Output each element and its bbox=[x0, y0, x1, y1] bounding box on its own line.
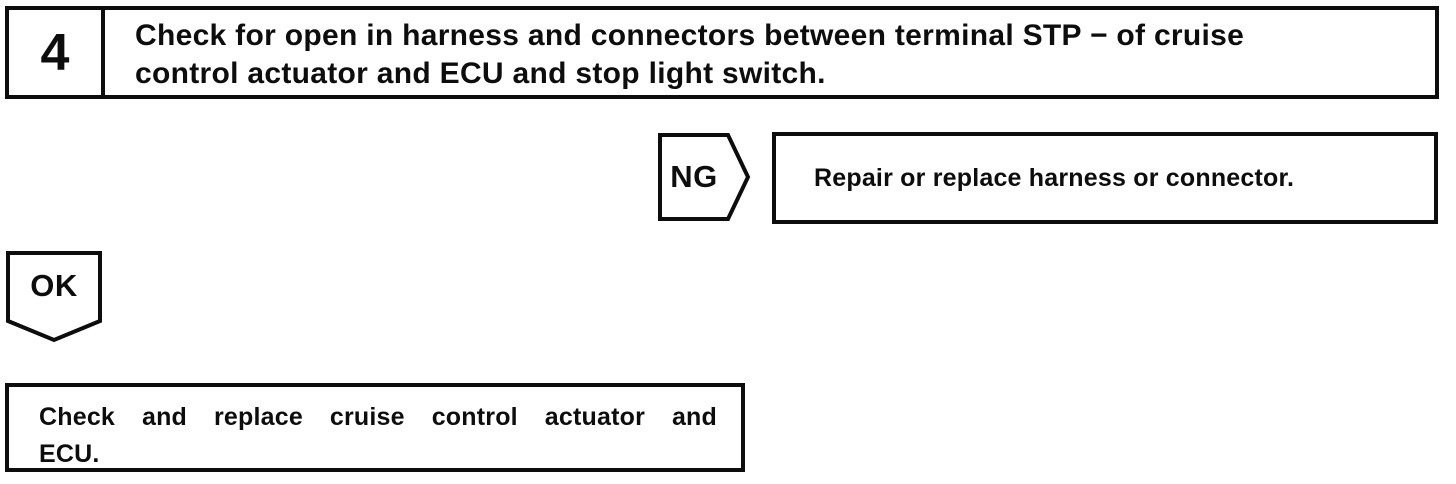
ok-action-line-2: ECU. bbox=[39, 440, 100, 468]
ok-connector: OK bbox=[6, 251, 102, 343]
ng-connector: NG bbox=[658, 133, 751, 221]
step-number: 4 bbox=[9, 10, 105, 95]
ok-action-box: Check and replace cruise control actuato… bbox=[5, 383, 745, 472]
step-instruction-line-2: control actuator and ECU and stop light … bbox=[135, 57, 826, 90]
ng-pentagon-icon bbox=[658, 133, 751, 221]
step-instruction-line-1: Check for open in harness and connectors… bbox=[135, 19, 1245, 52]
step-instruction: Check for open in harness and connectors… bbox=[105, 10, 1435, 95]
step-box: 4 Check for open in harness and connecto… bbox=[5, 6, 1439, 99]
ng-action-box: Repair or replace harness or connector. bbox=[772, 132, 1438, 224]
ok-label: OK bbox=[30, 268, 78, 303]
ok-action-line-1: Check and replace cruise control actuato… bbox=[39, 403, 717, 431]
ok-pentagon-icon bbox=[6, 251, 102, 343]
ng-action-text: Repair or replace harness or connector. bbox=[814, 163, 1295, 192]
ng-label: NG bbox=[670, 159, 718, 194]
